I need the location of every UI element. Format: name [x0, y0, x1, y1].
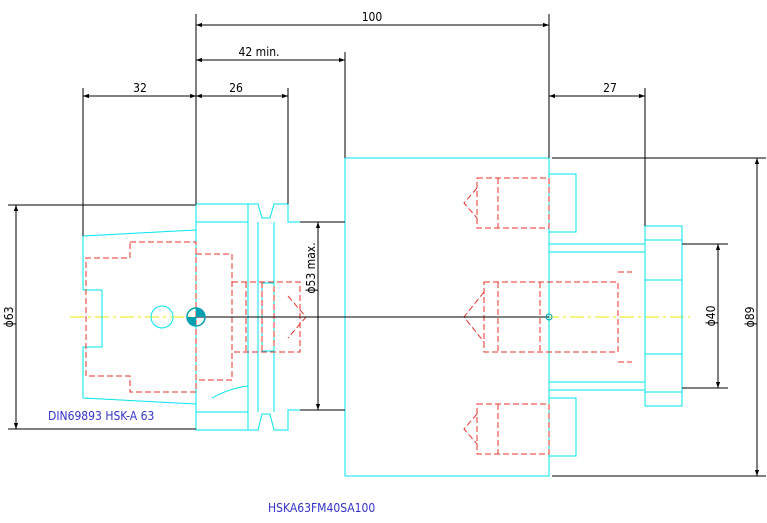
- hidden-lines: [85, 177, 632, 455]
- dim-pilot-length: 27: [603, 81, 617, 95]
- dim-neck-diameter: ϕ53 max.: [304, 242, 318, 293]
- dim-shank-diameter: ϕ63: [2, 307, 16, 328]
- dimension-lines: [8, 14, 766, 477]
- standard-label: DIN69893 HSK-A 63: [48, 409, 154, 423]
- datum-point: [545, 313, 553, 321]
- dim-shank-length: 32: [133, 81, 147, 95]
- dim-min-length: 42 min.: [239, 45, 280, 59]
- dim-pilot-diameter: ϕ40: [704, 305, 718, 326]
- part-outline: [82, 157, 683, 477]
- dim-flange-length: 26: [229, 81, 243, 95]
- part-number-label: HSKA63FM40SA100: [268, 501, 375, 515]
- dim-body-diameter: ϕ89: [743, 306, 757, 327]
- datum-symbol: [186, 307, 206, 327]
- dim-overall-length: 100: [362, 10, 383, 24]
